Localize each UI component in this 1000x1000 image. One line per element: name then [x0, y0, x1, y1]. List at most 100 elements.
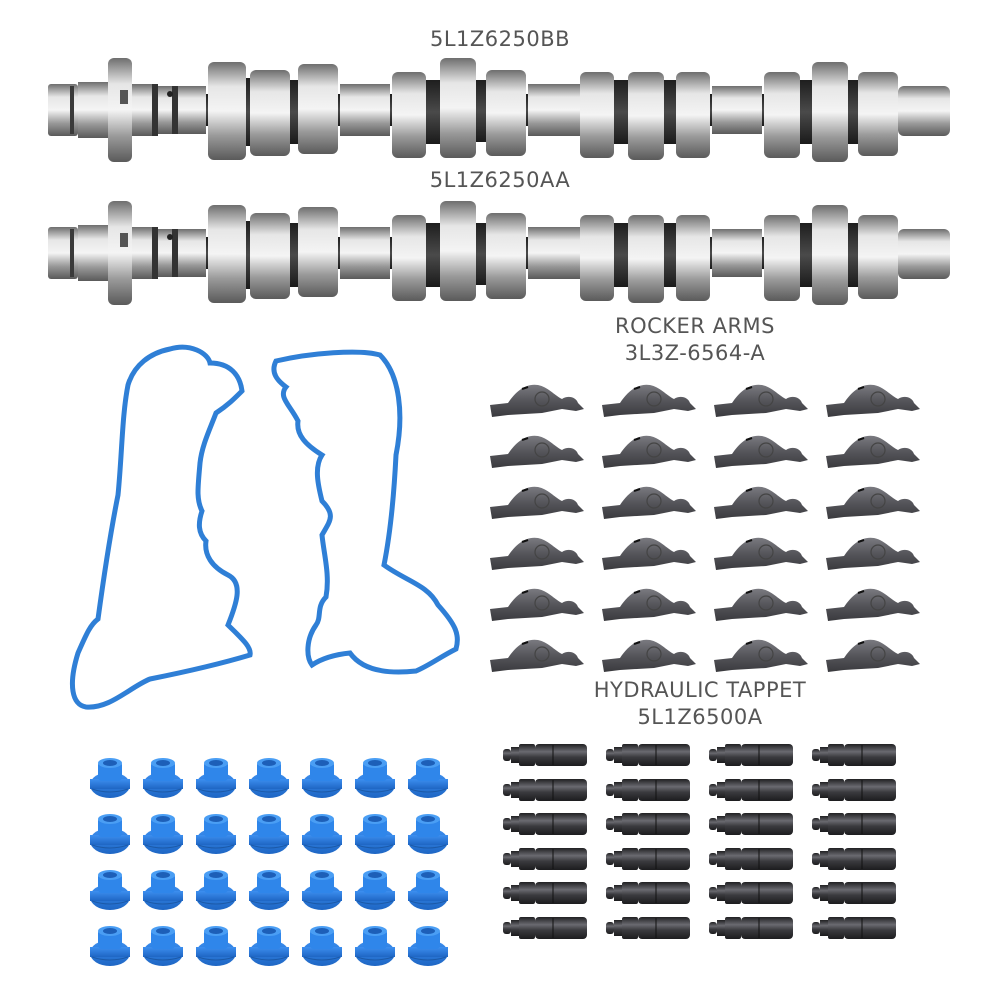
- lifter-icon: [606, 743, 691, 767]
- hydraulic-tappet: [606, 773, 709, 808]
- rocker-arm-icon: [825, 536, 921, 571]
- rocker-arm-icon: [825, 485, 921, 520]
- hydraulic-tappet: [812, 807, 915, 842]
- hydraulic-tappet: [709, 738, 812, 773]
- lifter-icon: [709, 916, 794, 940]
- valve-seal: [141, 750, 194, 806]
- rocker-arm-icon: [489, 587, 585, 622]
- hydraulic-tappet: [812, 773, 915, 808]
- hydraulic-tappet: [606, 876, 709, 911]
- rocker-arm: [710, 477, 822, 528]
- hydraulic-tappet: [503, 807, 606, 842]
- valve-seal: [141, 862, 194, 918]
- lifter-icon: [606, 916, 691, 940]
- rocker-arm-icon: [825, 383, 921, 418]
- camshaft-5l1z6250aa: [48, 201, 950, 305]
- rocker-arm: [710, 426, 822, 477]
- rocker-arm-icon: [601, 485, 697, 520]
- rocker-arm-icon: [489, 383, 585, 418]
- valve-seal: [194, 918, 247, 974]
- valve-seals-grid: [88, 750, 459, 974]
- rocker-arm-icon: [489, 485, 585, 520]
- hydraulic-tappet: [812, 738, 915, 773]
- valve-seal: [353, 750, 406, 806]
- rocker-arm: [822, 426, 934, 477]
- lifter-icon: [606, 881, 691, 905]
- valve-seal: [88, 862, 141, 918]
- valve-stem-seal-icon: [407, 869, 449, 911]
- valve-stem-seal-icon: [89, 813, 131, 855]
- hydraulic-tappet: [606, 738, 709, 773]
- valve-stem-seal-icon: [354, 813, 396, 855]
- hydraulic-tappet: [709, 807, 812, 842]
- rocker-arm: [710, 579, 822, 630]
- valve-stem-seal-icon: [301, 925, 343, 967]
- valve-stem-seal-icon: [142, 757, 184, 799]
- rocker-arm-icon: [601, 434, 697, 469]
- rocker-arm: [822, 477, 934, 528]
- camshaft-top-label: 5L1Z6250BB: [429, 27, 571, 51]
- hydraulic-tappet: [503, 876, 606, 911]
- lifter-icon: [503, 881, 588, 905]
- valve-stem-seal-icon: [248, 757, 290, 799]
- lifter-icon: [503, 916, 588, 940]
- hydraulic-tappet: [812, 876, 915, 911]
- lifter-icon: [812, 847, 897, 871]
- rocker-arm-icon: [489, 434, 585, 469]
- rocker-arm-icon: [713, 638, 809, 673]
- rocker-arms-title: ROCKER ARMS: [615, 314, 775, 338]
- hydraulic-tappet: [812, 911, 915, 946]
- rocker-arm: [710, 375, 822, 426]
- rocker-arm-icon: [825, 434, 921, 469]
- valve-stem-seal-icon: [407, 757, 449, 799]
- valve-seal: [247, 918, 300, 974]
- hydraulic-tappet: [709, 876, 812, 911]
- rocker-arm: [486, 630, 598, 681]
- valve-seal: [88, 806, 141, 862]
- valve-seal: [247, 750, 300, 806]
- rocker-arm-icon: [713, 536, 809, 571]
- rocker-arm: [822, 375, 934, 426]
- rocker-arm: [598, 426, 710, 477]
- lifter-icon: [606, 847, 691, 871]
- rocker-arm: [598, 375, 710, 426]
- rocker-arm-icon: [489, 536, 585, 571]
- valve-seal: [247, 806, 300, 862]
- rocker-arm: [822, 579, 934, 630]
- valve-stem-seal-icon: [195, 757, 237, 799]
- rocker-arm-icon: [713, 434, 809, 469]
- lifter-icon: [812, 916, 897, 940]
- rocker-arm: [486, 477, 598, 528]
- lifter-icon: [812, 881, 897, 905]
- lifter-icon: [812, 778, 897, 802]
- rocker-arm: [486, 375, 598, 426]
- valve-seal: [353, 806, 406, 862]
- hydraulic-tappet: [503, 738, 606, 773]
- camshaft-5l1z6250bb: [48, 58, 950, 162]
- valve-stem-seal-icon: [248, 869, 290, 911]
- hydraulic-tappet: [709, 842, 812, 877]
- right-gasket-icon: [271, 349, 460, 675]
- valve-seal: [353, 862, 406, 918]
- rocker-arms-part-number: 3L3Z-6564-A: [624, 341, 766, 365]
- hydraulic-tappet: [709, 911, 812, 946]
- valve-seal: [194, 862, 247, 918]
- valve-seal: [353, 918, 406, 974]
- valve-stem-seal-icon: [301, 813, 343, 855]
- valve-stem-seal-icon: [142, 925, 184, 967]
- valve-stem-seal-icon: [195, 925, 237, 967]
- lifter-icon: [709, 847, 794, 871]
- valve-stem-seal-icon: [248, 813, 290, 855]
- valve-stem-seal-icon: [407, 925, 449, 967]
- hydraulic-tappet: [503, 911, 606, 946]
- rocker-arm: [598, 477, 710, 528]
- valve-seal: [194, 750, 247, 806]
- lifter-icon: [606, 778, 691, 802]
- left-gasket-icon: [70, 344, 253, 710]
- rocker-arm-icon: [489, 638, 585, 673]
- hydraulic-tappet-part-number: 5L1Z6500A: [637, 705, 763, 729]
- valve-seal: [406, 750, 459, 806]
- lifter-icon: [709, 778, 794, 802]
- rocker-arm-icon: [825, 587, 921, 622]
- rocker-arm: [822, 630, 934, 681]
